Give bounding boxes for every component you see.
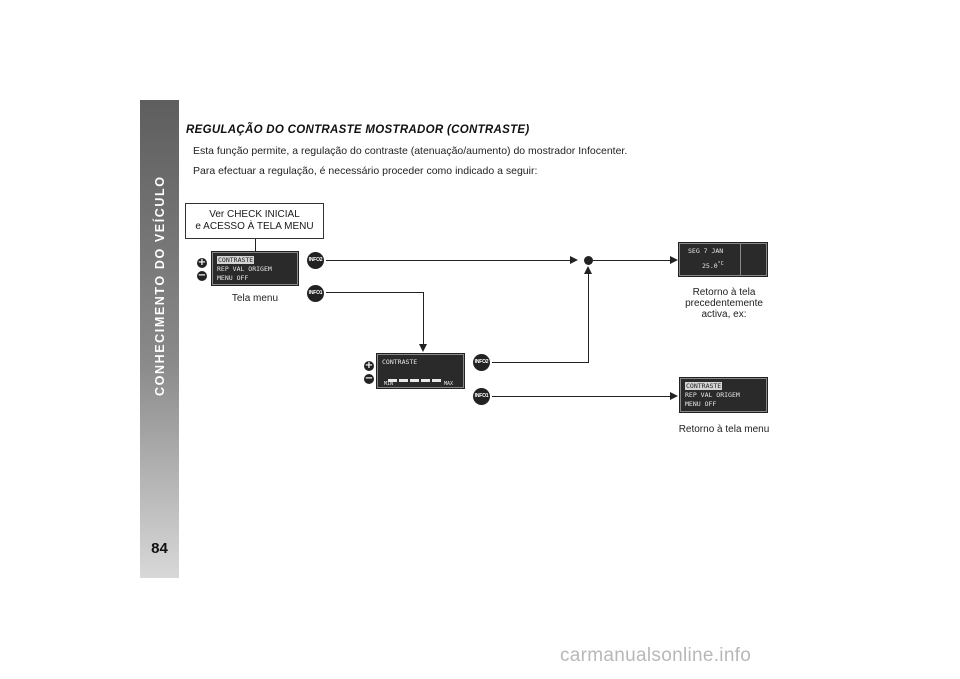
arrow-up (584, 266, 592, 274)
flow-line (492, 396, 671, 397)
previous-screen: SEG 7 JAN 25.0°C (679, 243, 767, 276)
contrast-screen: CONTRASTE MIN MAX (377, 354, 464, 388)
start-box-line2: e ACESSO À TELA MENU (195, 221, 314, 232)
screen-divider (740, 244, 741, 275)
watermark: carmanualsonline.info (560, 645, 752, 666)
section-title: REGULAÇÃO DO CONTRASTE MOSTRADOR (CONTRA… (186, 124, 530, 136)
info1-button[interactable]: INFO1 (473, 388, 490, 405)
plus-button[interactable]: + (364, 360, 374, 371)
return-menu-screen: CONTRASTE REP VAL ORIGEM MENU OFF (680, 378, 767, 412)
date-readout: SEG 7 JAN (688, 247, 724, 255)
flow-line (326, 292, 423, 293)
menu-item-menu-off: MENU OFF (685, 400, 717, 408)
plus-button[interactable]: + (197, 257, 207, 268)
contrast-max-label: MAX (444, 381, 454, 387)
arrow-right (670, 392, 678, 400)
contrast-level-bar (388, 376, 443, 385)
caption-line: activa, ex: (701, 309, 747, 320)
sidebar: CONHECIMENTO DO VEÍCULO 84 (140, 100, 179, 578)
info2-button[interactable]: INFO2 (473, 354, 490, 371)
arrow-right (570, 256, 578, 264)
paragraph-1: Esta função permite, a regulação do cont… (193, 145, 628, 157)
info2-button[interactable]: INFO2 (307, 252, 324, 269)
junction-dot (584, 256, 593, 265)
contrast-title: CONTRASTE (382, 358, 418, 366)
contrast-min-label: MIN (384, 381, 394, 387)
connector-line (255, 239, 256, 252)
return-menu-caption: Retorno à tela menu (678, 424, 770, 435)
start-box: Ver CHECK INICIAL e ACESSO À TELA MENU (185, 203, 324, 239)
flow-line (326, 260, 571, 261)
sidebar-title-text: CONHECIMENTO DO VEÍCULO (152, 175, 167, 396)
page-number: 84 (151, 540, 168, 557)
temperature-unit: °C (717, 261, 724, 267)
flow-line (423, 292, 424, 344)
menu-screen: CONTRASTE REP VAL ORIGEM MENU OFF (212, 252, 298, 285)
flow-line (588, 273, 589, 363)
menu-item-menu-off: MENU OFF (217, 274, 249, 282)
flow-line (593, 260, 671, 261)
menu-screen-caption: Tela menu (231, 293, 279, 304)
minus-button[interactable]: − (197, 270, 207, 281)
arrow-down (419, 344, 427, 352)
paragraph-2: Para efectuar a regulação, é necessário … (193, 165, 538, 177)
caption-line: Retorno à tela (692, 287, 756, 298)
caption-line: precedentemente (685, 298, 763, 309)
menu-item-contraste: CONTRASTE (685, 382, 723, 390)
menu-item-rep-val-origem: REP VAL ORIGEM (217, 265, 272, 273)
menu-item-rep-val-origem: REP VAL ORIGEM (685, 391, 740, 399)
sidebar-title: CONHECIMENTO DO VEÍCULO (140, 108, 179, 408)
temperature-readout: 25.0 (702, 262, 718, 271)
arrow-right (670, 256, 678, 264)
minus-button[interactable]: − (364, 373, 374, 384)
start-box-line1: Ver CHECK INICIAL (209, 209, 300, 220)
flow-line (492, 362, 588, 363)
previous-screen-caption: Retorno à tela precedentemente activa, e… (672, 287, 776, 320)
menu-item-contraste: CONTRASTE (217, 256, 255, 264)
info1-button[interactable]: INFO1 (307, 285, 324, 302)
